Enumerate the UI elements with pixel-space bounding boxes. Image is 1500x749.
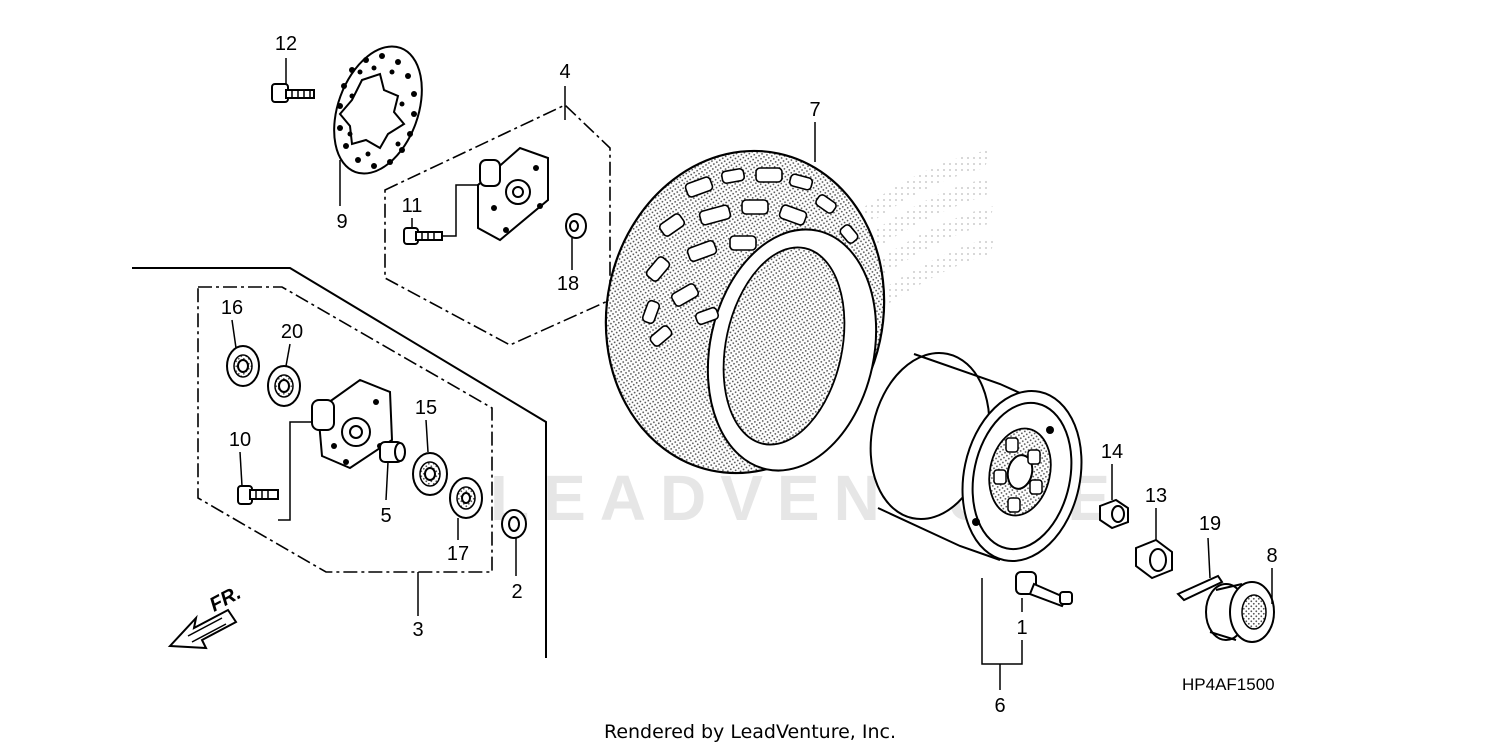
- hub-cap: [1205, 581, 1275, 643]
- callout-16: 16: [221, 297, 243, 319]
- diagram-code: HP4AF1500: [1182, 675, 1275, 694]
- callout-13: 13: [1145, 485, 1167, 507]
- direction-label: FR.: [206, 582, 245, 617]
- front-direction-arrow: FR.: [167, 582, 245, 650]
- knuckle-hub: [311, 378, 394, 470]
- callout-14: 14: [1101, 441, 1123, 463]
- callout-10: 10: [229, 429, 251, 451]
- callout-20: 20: [281, 321, 303, 343]
- footer-credit: Rendered by LeadVenture, Inc.: [604, 721, 896, 743]
- hub-bolt: [403, 184, 478, 245]
- callout-19: 19: [1199, 513, 1221, 535]
- knuckle-bolt: [237, 421, 312, 521]
- front-hub: [477, 146, 549, 242]
- collar-2: [501, 509, 527, 539]
- bearing-15: [412, 452, 448, 496]
- callout-9: 9: [336, 211, 347, 233]
- callout-1: 1: [1016, 617, 1027, 639]
- callout-11: 11: [402, 195, 423, 217]
- bearing-16: [226, 345, 260, 387]
- callout-5: 5: [380, 505, 391, 527]
- callout-6: 6: [994, 695, 1005, 717]
- callout-17: 17: [447, 543, 469, 565]
- seal-17: [449, 477, 483, 519]
- callout-15: 15: [415, 397, 437, 419]
- castle-nut-13: [1135, 538, 1173, 580]
- wheel-rim: [869, 351, 1083, 562]
- callout-7: 7: [809, 99, 820, 121]
- leader-lines: [231, 58, 1273, 690]
- cotter-pin: [1176, 574, 1224, 602]
- brake-disc: [333, 45, 423, 175]
- callout-12: 12: [275, 33, 297, 55]
- callout-18: 18: [557, 273, 579, 295]
- callout-4: 4: [559, 61, 570, 83]
- disc-bolt: [271, 83, 315, 103]
- assembly-bracket: [132, 267, 547, 658]
- collar-18: [565, 213, 587, 239]
- wing-logo: [860, 150, 996, 312]
- tire: [604, 149, 886, 475]
- tire-valve: [1015, 571, 1073, 608]
- knuckle-kit-box: [197, 286, 493, 573]
- callouts: 12 9 4 11 18 7 16 20 15 10 5 17 2 3 14 1…: [221, 33, 1278, 717]
- callout-8: 8: [1266, 545, 1277, 567]
- nut-14: [1099, 498, 1129, 530]
- callout-3: 3: [412, 619, 423, 641]
- spacer-5: [379, 441, 406, 463]
- callout-2: 2: [511, 581, 522, 603]
- bearing-20: [267, 365, 301, 407]
